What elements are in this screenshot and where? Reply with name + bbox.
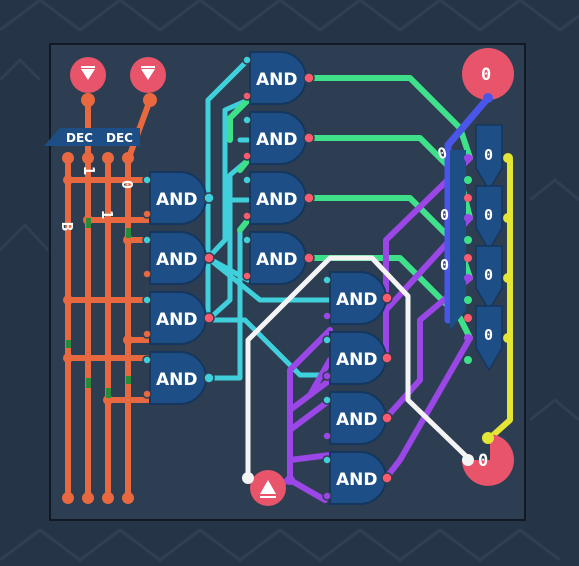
gate-label: AND: [336, 290, 378, 310]
register-value-1: 0: [484, 146, 493, 164]
and-gate-left-3[interactable]: AND: [149, 291, 207, 345]
and-gate-low-3[interactable]: AND: [329, 391, 387, 445]
white-wires: [245, 255, 471, 481]
triangle-down-icon: [141, 69, 155, 80]
gate-label: AND: [336, 470, 378, 490]
output-top-value: 0: [481, 65, 491, 85]
output-top[interactable]: 0: [462, 48, 514, 103]
and-gate-low-1[interactable]: AND: [329, 271, 387, 325]
gate-label: AND: [256, 70, 298, 90]
gate-pins: [142, 55, 393, 501]
gate-label: AND: [256, 250, 298, 270]
decoder-wire-marks: [66, 218, 131, 398]
decoder-bit-label-1: 0: [118, 180, 136, 189]
decoder-bit-label-0: 1: [80, 166, 98, 175]
decoder-bit-labels: 1 0 1 B: [58, 166, 136, 231]
register-cell-2[interactable]: 0: [475, 185, 503, 252]
gate-label: AND: [156, 310, 198, 330]
gate-label: AND: [156, 250, 198, 270]
triangle-up-icon: [260, 480, 276, 494]
register-value-3: 0: [484, 266, 493, 284]
and-gate-mid-4[interactable]: AND: [249, 231, 307, 285]
register-cell-3[interactable]: 0: [475, 245, 503, 312]
input-bottom-button[interactable]: [242, 470, 295, 506]
register-left-value-1: 0: [440, 206, 449, 224]
gate-label: AND: [156, 190, 198, 210]
decoder-input-button-a[interactable]: [70, 57, 106, 93]
decoder-label-0: DEC: [66, 131, 93, 145]
and-gate-left-1[interactable]: AND: [149, 171, 207, 225]
and-gate-mid-2[interactable]: AND: [249, 111, 307, 165]
and-gate-left-2[interactable]: AND: [149, 231, 207, 285]
triangle-down-icon: [81, 69, 95, 80]
register-value-2: 0: [484, 206, 493, 224]
register-value-4: 0: [484, 326, 493, 344]
decoder-banner: DEC DEC: [44, 128, 140, 146]
gate-label: AND: [336, 410, 378, 430]
decoder-bit-label-3: B: [58, 222, 76, 231]
blue-wire: [444, 94, 492, 324]
register-pins: [464, 153, 513, 364]
output-bottom[interactable]: 0: [462, 432, 514, 486]
decoder-label-1: DEC: [106, 131, 133, 145]
gate-label: AND: [336, 350, 378, 370]
and-gate-mid-3[interactable]: AND: [249, 171, 307, 225]
gate-label: AND: [256, 190, 298, 210]
and-gate-low-4[interactable]: AND: [329, 451, 387, 505]
decoder-input-button-b[interactable]: [130, 57, 166, 93]
and-gate-mid-1[interactable]: AND: [249, 51, 307, 105]
register-cell-1[interactable]: 0: [475, 124, 503, 192]
and-gate-left-4[interactable]: AND: [149, 351, 207, 405]
gate-label: AND: [256, 130, 298, 150]
register-left-value-0: 0: [436, 144, 449, 164]
register-left-value-2: 0: [440, 256, 449, 274]
gate-label: AND: [156, 370, 198, 390]
output-bottom-value: 0: [478, 451, 488, 471]
register-left-column: 0 0 0: [436, 144, 466, 330]
register-cell-4[interactable]: 0: [475, 305, 503, 372]
and-gate-low-2[interactable]: AND: [329, 331, 387, 385]
decoder-bit-label-2: 1: [98, 210, 116, 219]
